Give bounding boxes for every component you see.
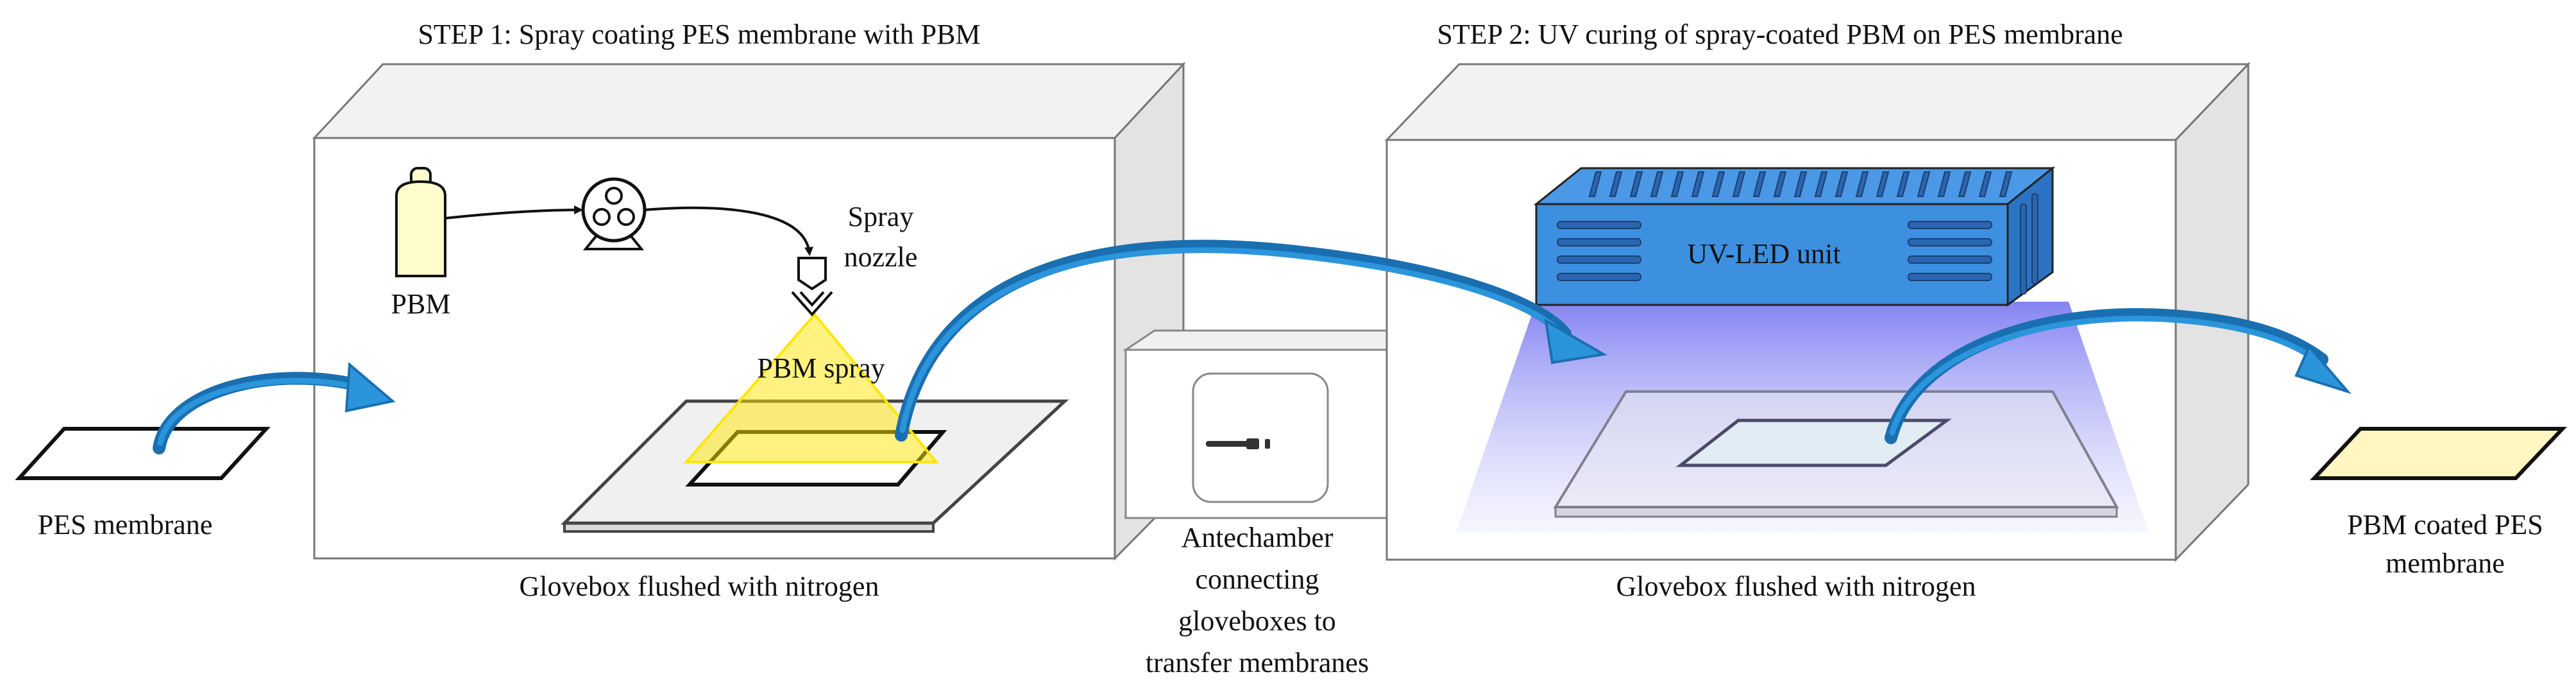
uv-unit-vents-left xyxy=(1557,221,1641,281)
pes-membrane xyxy=(15,427,271,480)
step2-title: STEP 2: UV curing of spray-coated PBM on… xyxy=(1437,19,2123,50)
antechamber-label-line2: connecting xyxy=(1195,564,1319,595)
coated-membrane xyxy=(2310,427,2567,480)
glovebox-2-label: Glovebox flushed with nitrogen xyxy=(1616,571,1976,602)
gas-cylinder-icon xyxy=(395,167,446,277)
pes-membrane-label: PES membrane xyxy=(38,509,213,540)
uv-unit-vents-top xyxy=(1588,171,2013,197)
pbm-spray-label: PBM spray xyxy=(757,352,885,384)
nozzle-label-line2: nozzle xyxy=(844,241,918,273)
antechamber xyxy=(1123,329,1390,519)
nozzle-label-line1: Spray xyxy=(848,201,914,232)
antechamber-label-line1: Antechamber xyxy=(1182,522,1334,553)
coated-membrane-label-line1: PBM coated PES xyxy=(2347,509,2543,540)
pbm-label: PBM xyxy=(391,288,451,320)
curved-arrow-icon-1 xyxy=(153,361,396,454)
uv-led-unit xyxy=(1533,166,2056,307)
uv-unit-label: UV-LED unit xyxy=(1687,238,1840,270)
tubing-to-nozzle xyxy=(644,206,813,256)
pbm-spray-cone xyxy=(683,312,940,463)
step1-title: STEP 1: Spray coating PES membrane with … xyxy=(418,19,980,50)
antechamber-label-line4: transfer membranes xyxy=(1146,647,1369,678)
spray-nozzle-icon xyxy=(791,257,833,317)
glovebox-1-label: Glovebox flushed with nitrogen xyxy=(520,571,879,602)
antechamber-label-line3: gloveboxes to xyxy=(1178,605,1336,637)
uv-unit-vents-right xyxy=(1908,221,1992,281)
hatch-handle-icon xyxy=(1206,438,1270,449)
curved-arrow-icon-3 xyxy=(1885,308,2352,444)
peristaltic-pump-icon xyxy=(581,177,647,250)
coated-membrane-label-line2: membrane xyxy=(2385,548,2505,579)
uv-unit-vents-side xyxy=(2020,193,2038,295)
curved-arrow-icon-2 xyxy=(895,239,1607,442)
antechamber-label: Antechamber connecting gloveboxes to tra… xyxy=(1146,522,1369,678)
tubing-to-pump xyxy=(445,205,583,220)
step2-membrane xyxy=(1675,418,1952,467)
